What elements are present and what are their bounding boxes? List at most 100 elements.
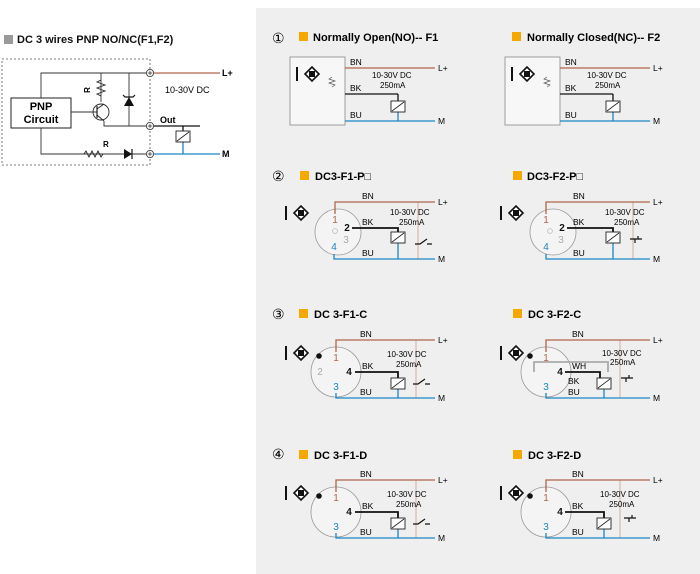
pin-3-label: 3	[543, 382, 549, 393]
pin-3-label: 3	[343, 235, 349, 246]
current-label: 250mA	[380, 81, 406, 90]
diagram-f1-normally-open: BN BK BU 10-30V DC 250mA L+ M	[289, 56, 448, 126]
bk-label: BK	[565, 83, 577, 93]
pnp-circuit-diagram: PNP Circuit R Out R L+ M	[1, 58, 233, 166]
section-1-left-marker	[299, 32, 308, 41]
section-4-left-marker	[299, 450, 308, 459]
bn-label: BN	[573, 191, 585, 201]
section-3-right-title: DC 3-F2-C	[528, 309, 581, 321]
m-label: M	[653, 254, 660, 264]
pin-2-label: 2	[559, 223, 565, 234]
voltage-label: 10-30V DC	[387, 490, 427, 499]
voltage-label: 10-30V DC	[587, 71, 627, 80]
diagram-f2-c-connector: 1 3 4 BN WH BK BU 10-30V DC 250mA L+ M	[500, 329, 663, 403]
current-label: 250mA	[610, 358, 636, 367]
wh-label: WH	[572, 361, 586, 371]
diagram-f1-p-connector: 1 2 3 4 BN BK BU 10-30V DC 250mA L+ M	[285, 191, 448, 264]
section-2-number: ②	[272, 168, 285, 184]
lplus-label: L+	[438, 335, 448, 345]
bu-label: BU	[350, 110, 362, 120]
voltage-label: 10-30V DC	[600, 490, 640, 499]
current-label: 250mA	[396, 360, 422, 369]
bu-label: BU	[362, 248, 374, 258]
pin-1-label: 1	[332, 215, 338, 226]
section-1-number: ①	[272, 30, 285, 46]
diagram-f2-normally-closed: BN BK BU 10-30V DC 250mA L+ M	[504, 56, 663, 126]
lplus-label: L+	[653, 197, 663, 207]
lplus-label: L+	[438, 475, 448, 485]
voltage-label: 10-30V DC	[387, 350, 427, 359]
section-2-right-title: DC3-F2-P□	[527, 171, 584, 183]
section-4-right-marker	[513, 450, 522, 459]
section-1-right-title: Normally Closed(NC)-- F2	[527, 32, 660, 44]
sensor-symbol-icon	[285, 204, 310, 222]
bn-label: BN	[360, 469, 372, 479]
connector-face	[529, 208, 577, 256]
bottom-resistor-symbol	[83, 149, 104, 159]
pin-4-label: 4	[331, 242, 337, 253]
m-label: M	[222, 149, 230, 159]
pin-3-label: 3	[558, 235, 564, 246]
voltage-label: 10-30V DC	[165, 85, 210, 95]
diode-symbol	[124, 149, 132, 159]
lplus-label: L+	[653, 475, 663, 485]
bk-label: BK	[362, 361, 374, 371]
sensor-symbol-icon	[500, 344, 525, 362]
m-label: M	[653, 116, 660, 126]
current-label: 250mA	[614, 218, 640, 227]
circuit-dashed-box	[1, 58, 151, 166]
bk-label: BK	[350, 83, 362, 93]
pin-1-label: 1	[543, 215, 549, 226]
out-label: Out	[160, 115, 176, 125]
left-title-text: DC 3 wires PNP NO/NC(F1,F2)	[17, 34, 174, 46]
bk-label: BK	[362, 217, 374, 227]
section-headers: ① Normally Open(NO)-- F1 Normally Closed…	[272, 30, 660, 462]
section-4-number: ④	[272, 446, 285, 462]
lplus-label: L+	[438, 197, 448, 207]
connector-face	[314, 208, 362, 256]
circuit-label: Circuit	[24, 114, 59, 126]
sensor-symbol-icon	[511, 65, 536, 83]
pin-4-label: 4	[346, 507, 352, 518]
bu-label: BU	[573, 248, 585, 258]
current-label: 250mA	[399, 218, 425, 227]
section-4-left-title: DC 3-F1-D	[314, 450, 367, 462]
bn-label: BN	[572, 469, 584, 479]
section-3-number: ③	[272, 306, 285, 322]
pin-4-label: 4	[557, 367, 563, 378]
section-1-left-title: Normally Open(NO)-- F1	[313, 32, 438, 44]
pin-3-label: 3	[333, 382, 339, 393]
sensor-symbol-icon	[500, 204, 525, 222]
bu-label: BU	[565, 110, 577, 120]
pin-4-label: 4	[557, 507, 563, 518]
pin-3-label: 3	[333, 522, 339, 533]
title-square-icon	[4, 35, 13, 44]
section-3-right-marker	[513, 309, 522, 318]
m-label: M	[438, 116, 445, 126]
bk-label: BK	[568, 376, 580, 386]
current-label: 250mA	[396, 500, 422, 509]
bu-label: BU	[360, 387, 372, 397]
section-2-left-title: DC3-F1-P□	[315, 171, 372, 183]
pin-1-label: 1	[543, 353, 549, 364]
bu-label: BU	[572, 527, 584, 537]
bk-label: BK	[362, 501, 374, 511]
bn-label: BN	[565, 57, 577, 67]
voltage-label: 10-30V DC	[605, 208, 645, 217]
voltage-label: 10-30V DC	[372, 71, 412, 80]
left-diagram-title: DC 3 wires PNP NO/NC(F1,F2)	[4, 34, 173, 46]
pin-4-label: 4	[346, 367, 352, 378]
bn-label: BN	[350, 57, 362, 67]
section-2-left-marker	[300, 171, 309, 180]
no-contact-icon	[413, 378, 430, 385]
sensor-symbol-icon	[285, 344, 310, 362]
pin-2-label: 2	[344, 223, 350, 234]
m-label: M	[438, 533, 445, 543]
diagram-f2-p-connector: 1 2 3 4 BN BK BU 10-30V DC 250mA L+ M	[500, 191, 663, 264]
section-3-left-title: DC 3-F1-C	[314, 309, 367, 321]
section-3-left-marker	[299, 309, 308, 318]
resistor-symbol	[95, 79, 107, 97]
nc-contact-icon	[621, 375, 633, 382]
pin-4-label: 4	[543, 242, 549, 253]
bottom-resistor-label: R	[103, 140, 109, 149]
